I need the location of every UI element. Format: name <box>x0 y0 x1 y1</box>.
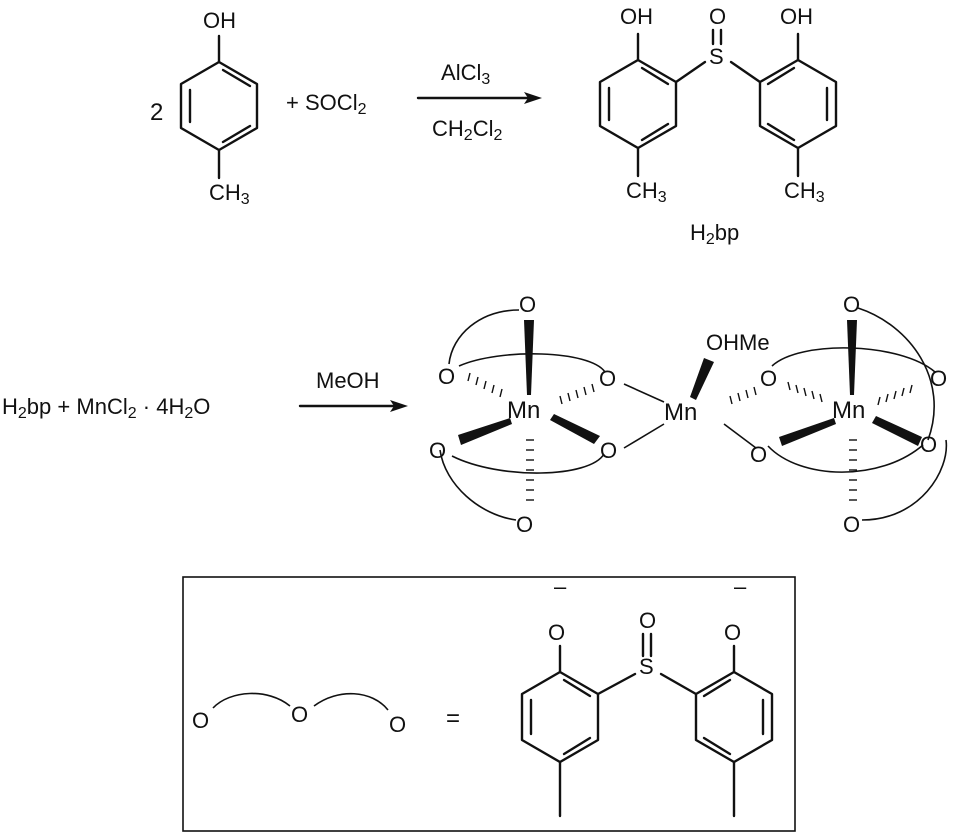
h2bp-methyl-right-label: CH3 <box>784 178 825 206</box>
p-cresol <box>179 34 259 180</box>
arrowhead-1 <box>524 92 542 104</box>
phenoxide-o-right-label: O <box>724 620 741 645</box>
catalyst-label: AlCl3 <box>441 60 490 88</box>
h2bp-sulfoxide-o-label: O <box>709 4 726 29</box>
methanol-reagent-label: MeOH <box>316 368 380 393</box>
thionyl-chloride-reagent: + SOCl2 <box>286 90 367 118</box>
arrowhead-2 <box>390 400 408 412</box>
reaction2-reactants: H2bp + MnCl2 · 4H2O <box>2 394 210 422</box>
mn-center-label: Mn <box>664 399 697 426</box>
o-atom-label: O <box>930 366 947 391</box>
legend-o-atom-label: O <box>291 702 308 727</box>
h2bp-methyl-left-label: CH3 <box>626 178 667 206</box>
phenoxide-charge-left: – <box>554 574 567 599</box>
o-atom-label: O <box>843 512 860 537</box>
bp-dianion-structure <box>520 632 774 818</box>
phenol-oh-label: OH <box>203 8 236 33</box>
o-atom-label: O <box>429 438 446 463</box>
right-mn-bonds <box>779 320 922 501</box>
phenoxide-o-left-label: O <box>548 620 565 645</box>
left-mn-bonds <box>458 320 600 501</box>
legend-o-atom-label: O <box>389 712 406 737</box>
legend-sulfoxide-o-label: O <box>639 608 656 633</box>
o-atom-label: O <box>750 442 767 467</box>
o-atom-label: O <box>519 292 536 317</box>
central-mn-bonds <box>623 358 757 449</box>
mn-right-label: Mn <box>832 397 865 424</box>
h2bp-sulfur-label: S <box>709 44 724 69</box>
o-atom-label: O <box>599 366 616 391</box>
ligand-legend-box <box>182 576 796 832</box>
h2bp-name-label: H2bp <box>690 220 739 248</box>
legend-o-atom-label: O <box>192 708 209 733</box>
methanol-ligand-label: OHMe <box>706 330 770 355</box>
h2bp-oh-right-label: OH <box>780 4 813 29</box>
stoichiometric-coefficient: 2 <box>150 99 163 126</box>
o-atom-label: O <box>920 432 937 457</box>
o-atom-label: O <box>600 438 617 463</box>
legend-o-o-o-schematic <box>212 692 389 711</box>
phenoxide-charge-right: – <box>734 574 747 599</box>
o-atom-label: O <box>438 364 455 389</box>
legend-equals-sign: = <box>446 705 460 732</box>
cresol-methyl-label: CH3 <box>209 180 250 208</box>
h2bp-oh-left-label: OH <box>620 4 653 29</box>
o-atom-label: O <box>843 292 860 317</box>
h2bp-structure <box>598 28 838 178</box>
o-atom-label: O <box>760 366 777 391</box>
solvent-label: CH2Cl2 <box>432 116 502 144</box>
legend-sulfur-label: S <box>639 654 654 679</box>
mn-left-label: Mn <box>507 397 540 424</box>
o-atom-label: O <box>516 512 533 537</box>
